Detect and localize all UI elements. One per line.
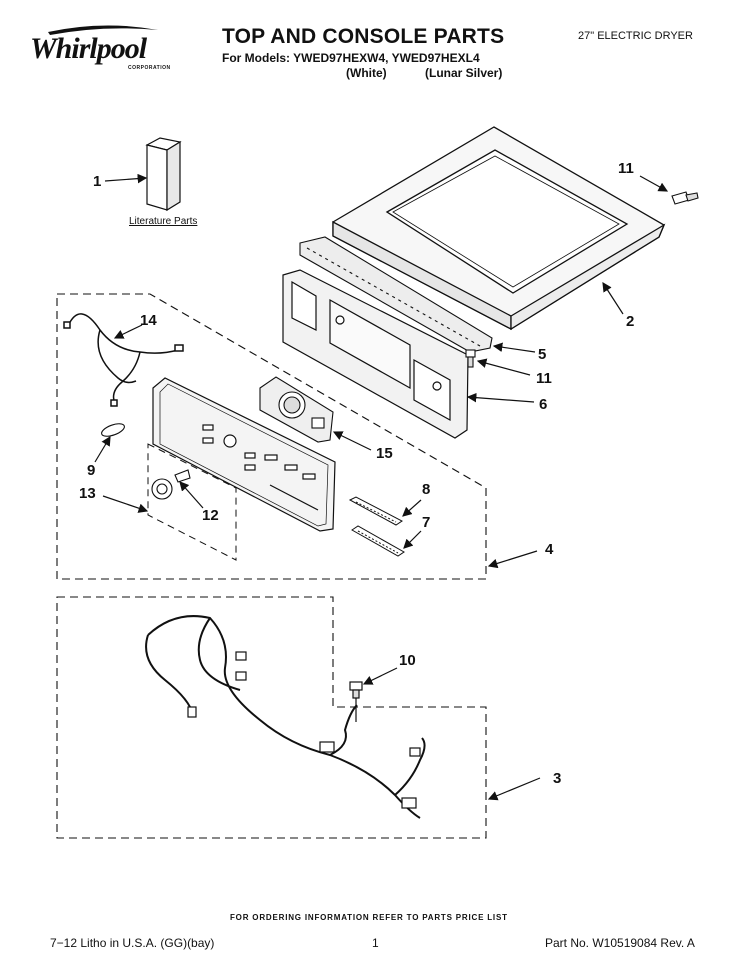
- main-wire-harness: [145, 615, 426, 819]
- callout-10: 10: [399, 652, 416, 669]
- console-rail: [299, 236, 493, 353]
- ribbon-cables: [348, 496, 405, 557]
- callout-6: 6: [539, 396, 548, 413]
- brand-logo: Whirlpool CORPORATION: [28, 22, 178, 74]
- screw-top: [671, 191, 699, 205]
- variant-silver: (Lunar Silver): [425, 66, 503, 80]
- callout-1: 1: [93, 173, 102, 190]
- callout-2: 2: [626, 313, 635, 330]
- page-number: 1: [372, 936, 379, 950]
- console-bracket: [282, 269, 469, 439]
- callout-3: 3: [553, 770, 562, 787]
- variant-white: (White): [346, 66, 387, 80]
- callout-8: 8: [422, 481, 431, 498]
- part-number: Part No. W10519084 Rev. A: [545, 936, 695, 950]
- brand-name: Whirlpool: [30, 32, 147, 65]
- callout-4: 4: [545, 541, 554, 558]
- leader-lines: [94, 173, 669, 801]
- callout-12: 12: [202, 507, 219, 524]
- console-panel: [152, 377, 336, 532]
- models-line: For Models: YWED97HEXW4, YWED97HEXL4: [222, 51, 480, 65]
- console-wire-harness: [63, 313, 184, 407]
- ordering-note: FOR ORDERING INFORMATION REFER TO PARTS …: [230, 913, 508, 922]
- control-board: [259, 376, 334, 443]
- literature-booklet: [145, 137, 182, 212]
- knob-parts: [101, 423, 191, 500]
- callout-15: 15: [376, 445, 393, 462]
- product-type: 27" ELECTRIC DRYER: [578, 30, 693, 42]
- brand-sub: CORPORATION: [128, 65, 171, 71]
- callout-9: 9: [87, 462, 96, 479]
- litho-line: 7−12 Litho in U.S.A. (GG)(bay): [50, 936, 215, 950]
- knob-assembly-outline: [147, 443, 237, 561]
- logo-swoosh-icon: [48, 25, 158, 35]
- screw-side: [465, 349, 476, 368]
- page-title: TOP AND CONSOLE PARTS: [222, 25, 505, 48]
- thermal-fuse: [349, 681, 363, 722]
- literature-label: Literature Parts: [129, 216, 198, 227]
- callout-5: 5: [538, 346, 547, 363]
- callout-14: 14: [140, 312, 157, 329]
- callout-11-side: 11: [536, 370, 552, 387]
- callout-11-top: 11: [618, 160, 634, 177]
- main-harness-outline: [56, 596, 487, 839]
- callout-7: 7: [422, 514, 431, 531]
- top-panel: [332, 126, 666, 331]
- callout-13: 13: [79, 485, 96, 502]
- console-assembly-outline: [56, 293, 487, 580]
